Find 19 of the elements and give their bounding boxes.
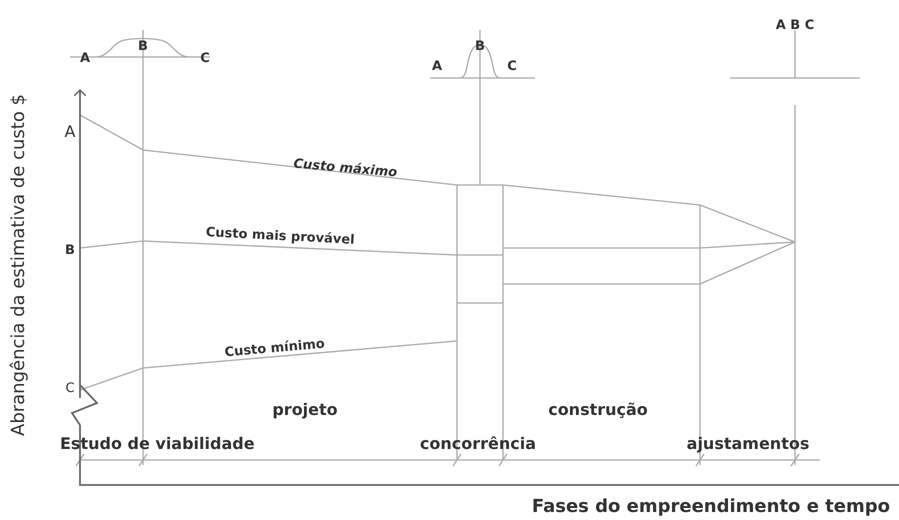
line-label: Custo mínimo	[224, 336, 326, 360]
phase-label: concorrência	[420, 434, 536, 453]
axis-letter: A B C	[776, 18, 814, 33]
phase-label: construção	[548, 400, 648, 419]
phase-label: projeto	[272, 400, 338, 419]
axis-letter: B	[65, 243, 75, 258]
phase-label: ajustamentos	[686, 434, 810, 453]
axis-title: Fases do empreendimento e tempo	[532, 496, 890, 517]
axis-letter: B	[138, 39, 148, 54]
axis-letter: A	[432, 59, 442, 74]
line-label: Custo máximo	[292, 156, 398, 180]
axis-title: Abrangência da estimativa de custo $	[8, 94, 29, 436]
line-label: Custo mais provável	[205, 225, 355, 248]
axis-letter: B	[475, 39, 485, 54]
axis-letter: A	[80, 51, 90, 66]
axis-letter: A	[64, 122, 76, 141]
axis-letter: C	[507, 59, 517, 74]
axis-letter: C	[65, 381, 75, 396]
axis-letter: C	[200, 51, 210, 66]
